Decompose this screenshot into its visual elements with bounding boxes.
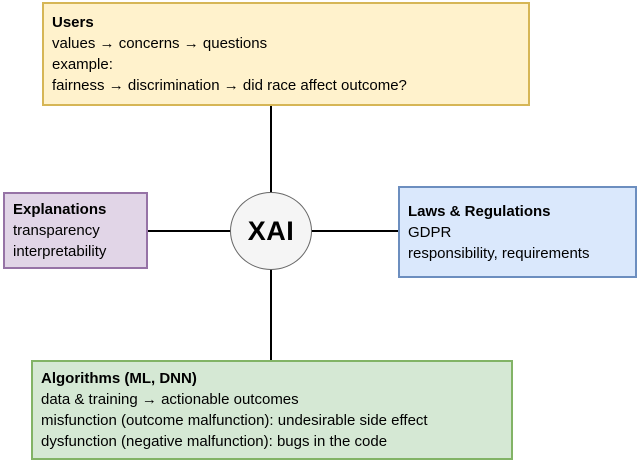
- laws-regulations-box: Laws & Regulations GDPR responsibility, …: [398, 186, 637, 278]
- algorithms-line: dysfunction (negative malfunction): bugs…: [41, 433, 388, 450]
- explanations-title: Explanations: [13, 201, 107, 218]
- users-title: Users: [52, 14, 94, 31]
- algorithms-line: misfunction (outcome malfunction): undes…: [41, 412, 428, 429]
- algorithms-box: Algorithms (ML, DNN) data & training → a…: [31, 360, 513, 460]
- algorithms-line: data & training → actionable outcomes: [41, 391, 299, 408]
- explanations-line: transparency: [13, 222, 100, 239]
- xai-label: XAI: [247, 215, 295, 246]
- users-line: fairness → discrimination → did race aff…: [52, 77, 407, 94]
- algorithms-title: Algorithms (ML, DNN): [41, 370, 197, 387]
- users-line: example:: [52, 56, 113, 73]
- xai-center-node: XAI: [230, 192, 312, 270]
- explanations-box: Explanations transparency interpretabili…: [3, 192, 148, 269]
- users-box: Users values → concerns → questions exam…: [42, 2, 530, 106]
- users-line: values → concerns → questions: [52, 35, 268, 52]
- explanations-line: interpretability: [13, 243, 107, 260]
- laws-regulations-line: responsibility, requirements: [408, 244, 590, 262]
- laws-regulations-title: Laws & Regulations: [408, 202, 551, 220]
- laws-regulations-line: GDPR: [408, 223, 452, 241]
